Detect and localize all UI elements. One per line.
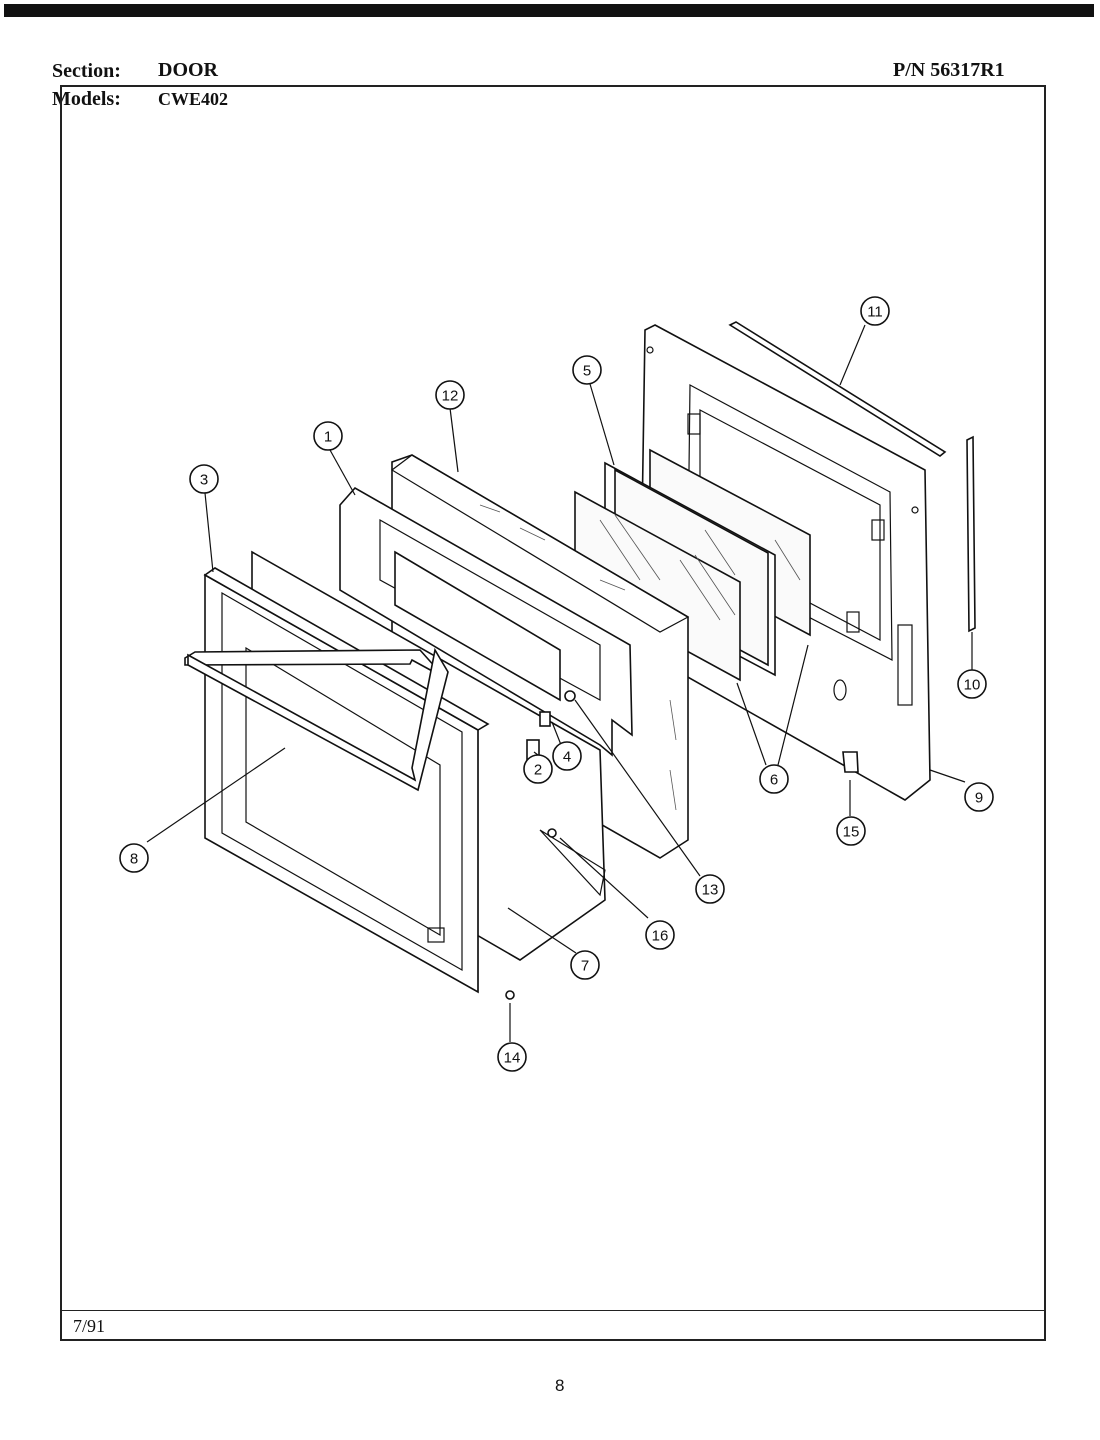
svg-text:3: 3 [200,472,208,489]
top-border-bar [4,4,1094,17]
diagram-frame [60,85,1046,1341]
callout-2: 2 [523,754,553,784]
svg-text:12: 12 [442,388,459,405]
svg-text:13: 13 [702,882,719,899]
callout-16: 16 [645,920,675,950]
revision-date: 7/91 [73,1316,106,1336]
svg-text:2: 2 [534,762,542,779]
callout-10: 10 [957,669,987,699]
svg-text:9: 9 [975,790,983,807]
callout-leaders [146,324,973,1042]
models-label: Models: [52,88,121,110]
callout-3: 3 [189,464,219,494]
inner-door-panel [339,486,633,757]
top-trim-rod [728,321,947,457]
svg-text:6: 6 [770,772,778,789]
footer-divider [62,1310,1044,1311]
callout-8: 8 [119,843,149,873]
svg-text:15: 15 [843,824,860,841]
callout-9: 9 [964,782,994,812]
svg-text:10: 10 [964,677,981,694]
svg-text:7: 7 [581,958,589,975]
callout-1: 1 [313,421,343,451]
door-frame [203,567,490,994]
callout-14: 14 [497,1042,527,1072]
svg-text:1: 1 [324,429,332,446]
callout-15: 15 [836,816,866,846]
page-number: 8 [555,1376,565,1395]
glass-panels [574,448,811,682]
models-value: CWE402 [158,89,229,109]
callout-7: 7 [570,950,600,980]
callout-12: 12 [435,380,465,410]
door-handle [184,647,449,792]
part-number: P/N 56317R1 [893,59,1005,81]
callout-4: 4 [552,741,582,771]
callout-13: 13 [695,874,725,904]
side-trim-rod [966,435,976,633]
callout-6: 6 [759,764,789,794]
svg-text:16: 16 [652,928,669,945]
svg-text:4: 4 [563,749,571,766]
svg-text:14: 14 [504,1050,521,1067]
callout-5: 5 [572,355,602,385]
section-label: Section: [52,60,121,82]
svg-text:5: 5 [583,363,591,380]
svg-text:8: 8 [130,851,138,868]
callout-11: 11 [860,296,890,326]
svg-text:11: 11 [867,304,883,321]
section-value: DOOR [158,59,218,81]
